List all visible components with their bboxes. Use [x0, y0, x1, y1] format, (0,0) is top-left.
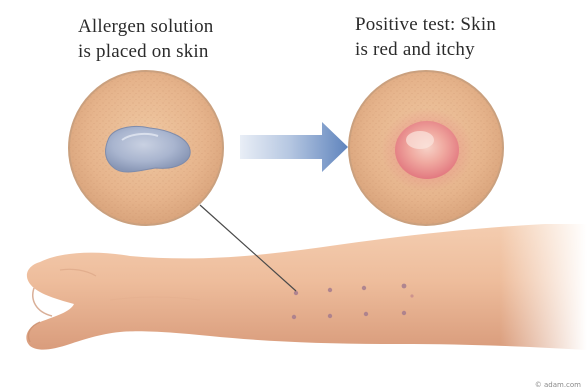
left-caption-line-1: Allergen solution — [78, 14, 214, 39]
right-caption-line-2: is red and itchy — [355, 37, 496, 62]
left-caption: Allergen solution is placed on skin — [78, 14, 214, 64]
skin-with-allergen-drop-icon — [69, 71, 223, 225]
right-caption: Positive test: Skin is red and itchy — [355, 12, 496, 62]
image-credit: © adam.com — [535, 381, 581, 389]
left-caption-line-2: is placed on skin — [78, 39, 214, 64]
skin-with-red-wheal-icon — [349, 71, 503, 225]
right-caption-line-1: Positive test: Skin — [355, 12, 496, 37]
forearm-illustration — [26, 215, 587, 355]
right-arrow-icon — [240, 122, 348, 172]
